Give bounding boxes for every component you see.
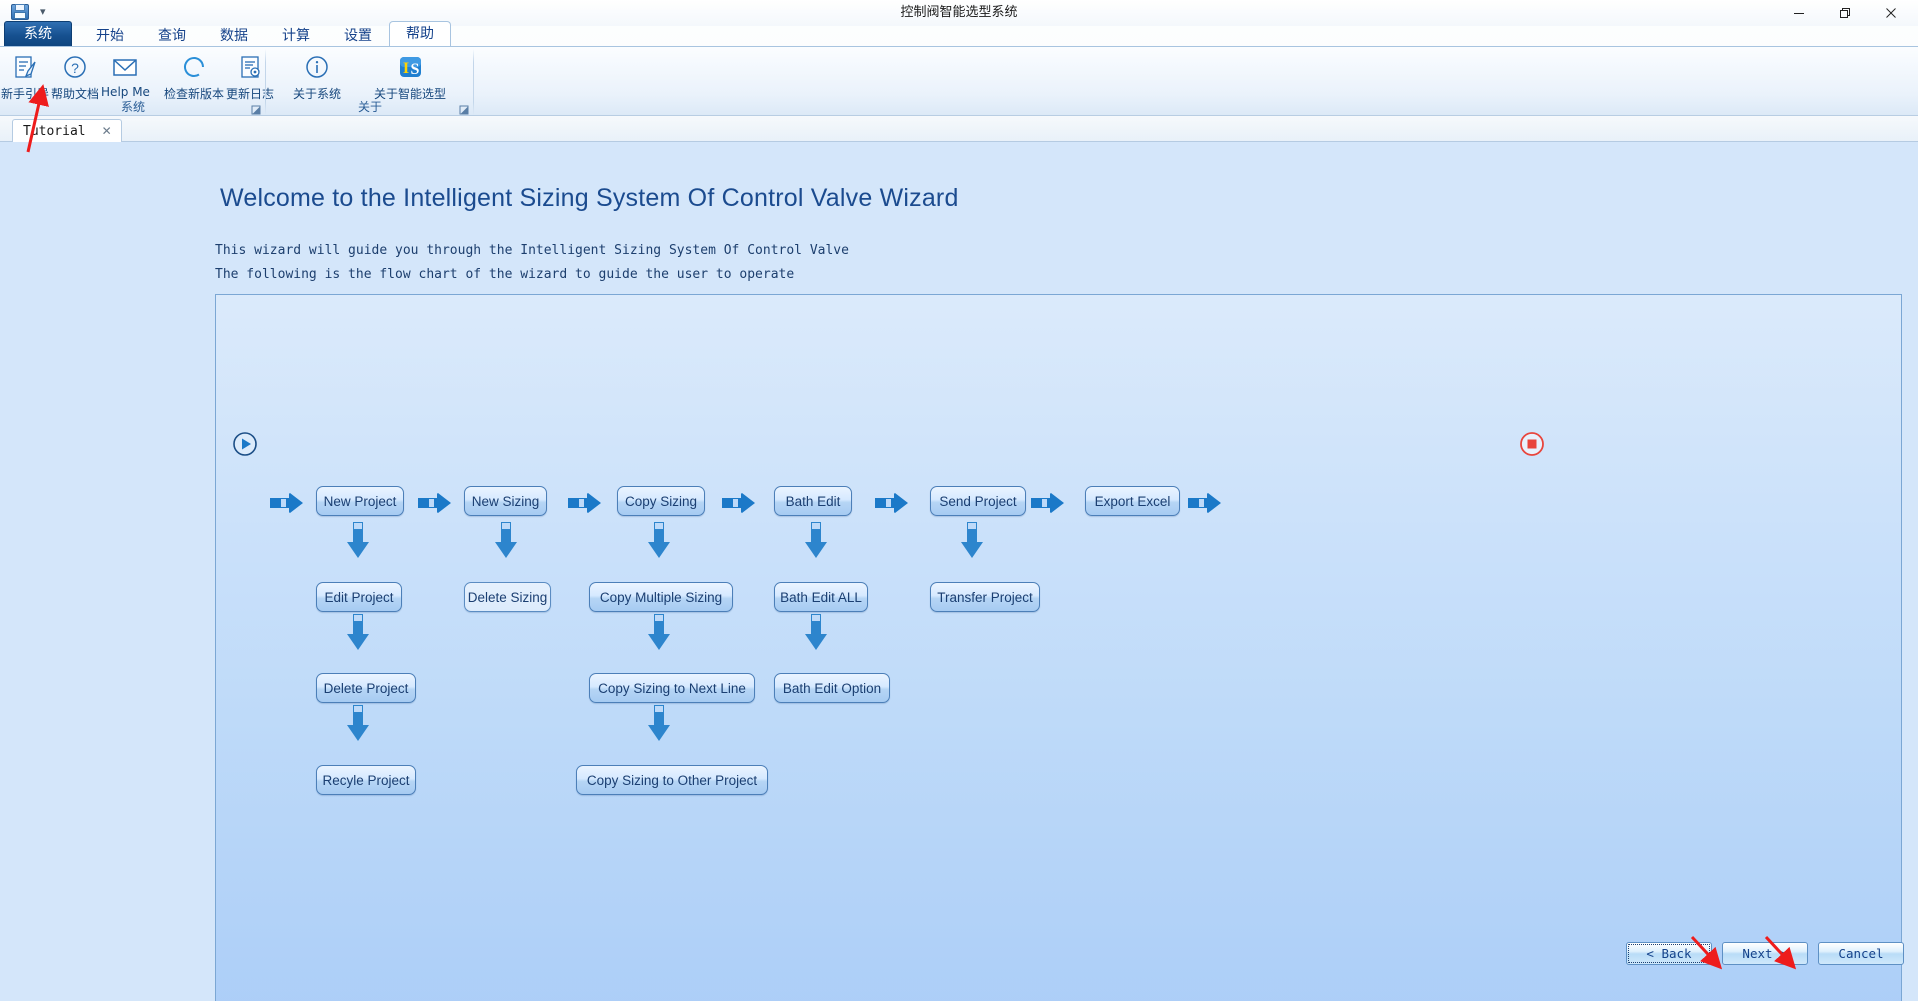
quick-access-toolbar[interactable]: ▾ [10, 2, 46, 22]
document-pen-icon [11, 53, 39, 83]
question-circle-icon: ? [61, 53, 89, 83]
title-bar: ▾ 控制阀智能选型系统 [0, 0, 1918, 26]
flow-node-bath-edit-all[interactable]: Bath Edit ALL [774, 582, 868, 612]
flow-node-export-excel[interactable]: Export Excel [1085, 486, 1180, 516]
document-tab-label: Tutorial [23, 123, 86, 139]
ribbon-tab-calculate[interactable]: 计算 [282, 28, 310, 44]
ribbon-group-title: 系统 [120, 100, 145, 114]
ribbon-button-help-me[interactable]: Help Me [100, 50, 151, 100]
close-icon[interactable] [1868, 0, 1914, 26]
flow-node-new-project[interactable]: New Project [316, 486, 404, 516]
flow-arrow-right [875, 493, 908, 513]
ribbon-group-system: 新手引导 ? 帮助文档 [0, 47, 274, 117]
document-gear-icon [236, 53, 264, 83]
flow-arrow-right [1188, 493, 1221, 513]
flow-node-bath-edit-option[interactable]: Bath Edit Option [774, 673, 890, 703]
flow-node-send-project[interactable]: Send Project [930, 486, 1026, 516]
flow-arrow-right [1031, 493, 1064, 513]
ribbon-button-label: 帮助文档 [51, 87, 100, 101]
page-title: Welcome to the Intelligent Sizing System… [220, 184, 959, 212]
flow-node-new-sizing[interactable]: New Sizing [464, 486, 547, 516]
close-icon[interactable]: ✕ [101, 124, 112, 138]
flow-arrow-down [347, 614, 369, 650]
ribbon-button-label: 关于智能选型 [373, 87, 446, 101]
dialog-launcher-icon[interactable] [251, 103, 262, 115]
svg-text:S: S [411, 61, 420, 78]
wizard-button-bar: < Back Next > Cancel [1626, 942, 1904, 965]
ribbon-button-label: Help Me [101, 85, 150, 99]
cancel-button[interactable]: Cancel [1818, 942, 1904, 965]
flow-arrow-down [961, 522, 983, 558]
refresh-circle-icon [180, 53, 208, 83]
ribbon-tab-help[interactable]: 帮助 [389, 21, 451, 47]
ribbon-group-about: 关于系统 I S 关于智能选型 关于 [266, 47, 474, 117]
info-circle-icon [303, 53, 331, 83]
is-logo-icon: I S [396, 53, 424, 83]
window-title: 控制阀智能选型系统 [900, 5, 1018, 20]
next-button[interactable]: Next > [1722, 942, 1808, 965]
flow-arrow-right [568, 493, 601, 513]
back-button[interactable]: < Back [1626, 942, 1712, 965]
flow-arrow-right [722, 493, 755, 513]
wizard-page: Welcome to the Intelligent Sizing System… [0, 142, 1918, 1001]
dialog-launcher-icon[interactable] [459, 103, 470, 115]
restore-icon[interactable] [1822, 0, 1868, 26]
minimize-icon[interactable] [1776, 0, 1822, 26]
ribbon-button-check-update[interactable]: 检查新版本 [163, 50, 225, 103]
wizard-description-line: This wizard will guide you through the I… [215, 243, 849, 258]
document-tab-tutorial[interactable]: Tutorial ✕ [12, 119, 122, 142]
flow-node-copy-sizing-to-other-project[interactable]: Copy Sizing to Other Project [576, 765, 768, 795]
flow-node-edit-project[interactable]: Edit Project [316, 582, 402, 612]
flow-node-transfer-project[interactable]: Transfer Project [930, 582, 1040, 612]
ribbon-button-about-sizing[interactable]: I S 关于智能选型 [360, 50, 460, 103]
ribbon-tab-query[interactable]: 查询 [158, 28, 186, 44]
svg-text:?: ? [71, 60, 79, 76]
chevron-down-icon[interactable]: ▾ [40, 6, 46, 18]
flow-node-copy-sizing-to-next-line[interactable]: Copy Sizing to Next Line [589, 673, 755, 703]
flow-node-copy-sizing[interactable]: Copy Sizing [617, 486, 705, 516]
save-icon[interactable] [10, 2, 30, 22]
document-tab-strip: Tutorial ✕ [0, 116, 1918, 142]
svg-text:I: I [403, 60, 409, 77]
envelope-icon [110, 53, 140, 83]
group-separator [265, 49, 266, 115]
ribbon-tab-start[interactable]: 开始 [96, 28, 124, 44]
flow-arrow-down [347, 705, 369, 741]
flow-node-bath-edit[interactable]: Bath Edit [774, 486, 852, 516]
flow-arrow-right [270, 493, 303, 513]
ribbon-button-beginner-guide[interactable]: 新手引导 [0, 50, 50, 103]
ribbon-button-about-system[interactable]: 关于系统 [274, 50, 360, 103]
ribbon-button-label: 更新日志 [225, 87, 274, 101]
window-controls [1776, 0, 1914, 26]
wizard-description: This wizard will guide you through the I… [215, 239, 849, 287]
flow-arrow-down [648, 705, 670, 741]
play-circle-icon [232, 431, 258, 457]
group-separator [473, 49, 474, 115]
ribbon-button-help-doc[interactable]: ? 帮助文档 [50, 50, 100, 103]
flow-node-recyle-project[interactable]: Recyle Project [316, 765, 416, 795]
flow-arrow-down [495, 522, 517, 558]
flow-arrow-down [347, 522, 369, 558]
ribbon-tab-data[interactable]: 数据 [220, 28, 248, 44]
flow-node-copy-multiple-sizing[interactable]: Copy Multiple Sizing [589, 582, 733, 612]
wizard-description-line: The following is the flow chart of the w… [215, 267, 795, 282]
ribbon-body: 新手引导 ? 帮助文档 [0, 46, 1918, 116]
flow-arrow-down [805, 522, 827, 558]
flow-arrow-down [648, 614, 670, 650]
ribbon-tab-settings[interactable]: 设置 [344, 28, 372, 44]
ribbon-button-label: 检查新版本 [163, 87, 224, 101]
stop-circle-icon [1519, 431, 1545, 457]
ribbon-tab-strip: 系统 开始 查询 数据 计算 设置 帮助 [0, 20, 1918, 47]
flow-arrow-right [418, 493, 451, 513]
ribbon-tab-system[interactable]: 系统 [4, 21, 72, 47]
flow-node-delete-sizing[interactable]: Delete Sizing [464, 582, 551, 612]
flow-node-delete-project[interactable]: Delete Project [316, 673, 416, 703]
ribbon-button-update-log[interactable]: 更新日志 [225, 50, 275, 103]
ribbon-group-title: 关于 [357, 100, 382, 114]
flow-arrow-down [648, 522, 670, 558]
flow-arrow-down [805, 614, 827, 650]
ribbon-button-label: 关于系统 [292, 87, 341, 101]
